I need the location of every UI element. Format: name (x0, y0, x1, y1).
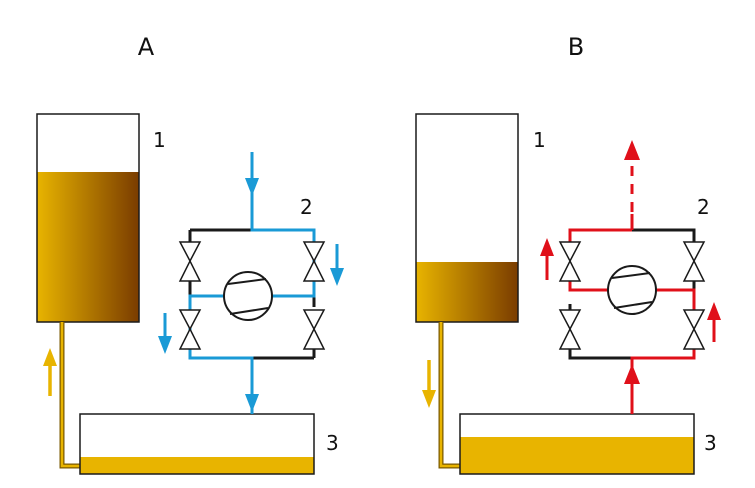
panel-b-transfer-arrow-down (422, 360, 436, 408)
panel-a-flow-arrow-out (245, 394, 259, 412)
panel-a-valve-lower-left (178, 309, 202, 350)
panel-b-upper-tank-liquid (416, 262, 518, 322)
panel-b-flow-arrow-right (707, 302, 721, 342)
panel-b-flow-arrow-left (540, 238, 554, 280)
panel-b-lower-tank: 3 (459, 413, 717, 475)
panel-a-transfer-arrow-up (43, 348, 57, 396)
panel-a-pump-icon (223, 271, 273, 321)
panel-b-upper-tank: 1 (415, 113, 546, 323)
panel-a-upper-tank-liquid (37, 172, 139, 322)
panel-a-lower-tank-liquid (80, 457, 314, 474)
panel-b-flow-arrow-out-top (624, 140, 640, 160)
panel-a-valve-upper-right (302, 241, 326, 282)
panel-a-transfer-tube (59, 322, 82, 469)
panel-b-lower-tank-liquid (460, 437, 694, 474)
panel-b-tank3-label: 3 (704, 431, 717, 455)
panel-b-upper-tank-outline (415, 113, 519, 323)
panel-b-label: B (568, 33, 584, 61)
panel-b-pump-circuit: 2 (540, 140, 721, 414)
panel-a-flow-arrow-right (330, 244, 344, 286)
panel-b-valve-upper-left (558, 241, 582, 282)
panel-a-lower-tank-outline (79, 413, 315, 475)
panel-a-tank3-label: 3 (326, 431, 339, 455)
panel-b-valve-upper-right (682, 241, 706, 282)
panel-a-flow-arrow-in (245, 152, 259, 196)
panel-b-flow-arrow-in-bottom (624, 364, 640, 384)
panel-a-label: A (138, 33, 155, 61)
panel-a-upper-tank-outline (36, 113, 140, 323)
panel-b-valve-lower-right (682, 309, 706, 350)
panel-b-tank1-label: 1 (533, 128, 546, 152)
panel-a-pump-label: 2 (300, 195, 313, 219)
panel-b-pump-label: 2 (697, 195, 710, 219)
panel-b: B 1 3 (415, 33, 721, 475)
panel-a-lower-tank: 3 (79, 413, 339, 475)
panel-a: A 1 3 (36, 33, 344, 475)
panel-a-pump-circuit: 2 (158, 152, 344, 414)
panel-a-upper-tank: 1 (36, 113, 166, 323)
panel-b-lower-tank-outline (459, 413, 695, 475)
panel-b-valve-lower-left (558, 309, 582, 350)
panel-b-pump-icon (607, 265, 657, 315)
panel-a-valve-lower-right (302, 309, 326, 350)
panel-a-flow-arrow-left (158, 313, 172, 354)
panel-b-transfer-tube (439, 322, 461, 468)
panel-a-valve-upper-left (178, 241, 202, 282)
panel-a-tank1-label: 1 (153, 128, 166, 152)
